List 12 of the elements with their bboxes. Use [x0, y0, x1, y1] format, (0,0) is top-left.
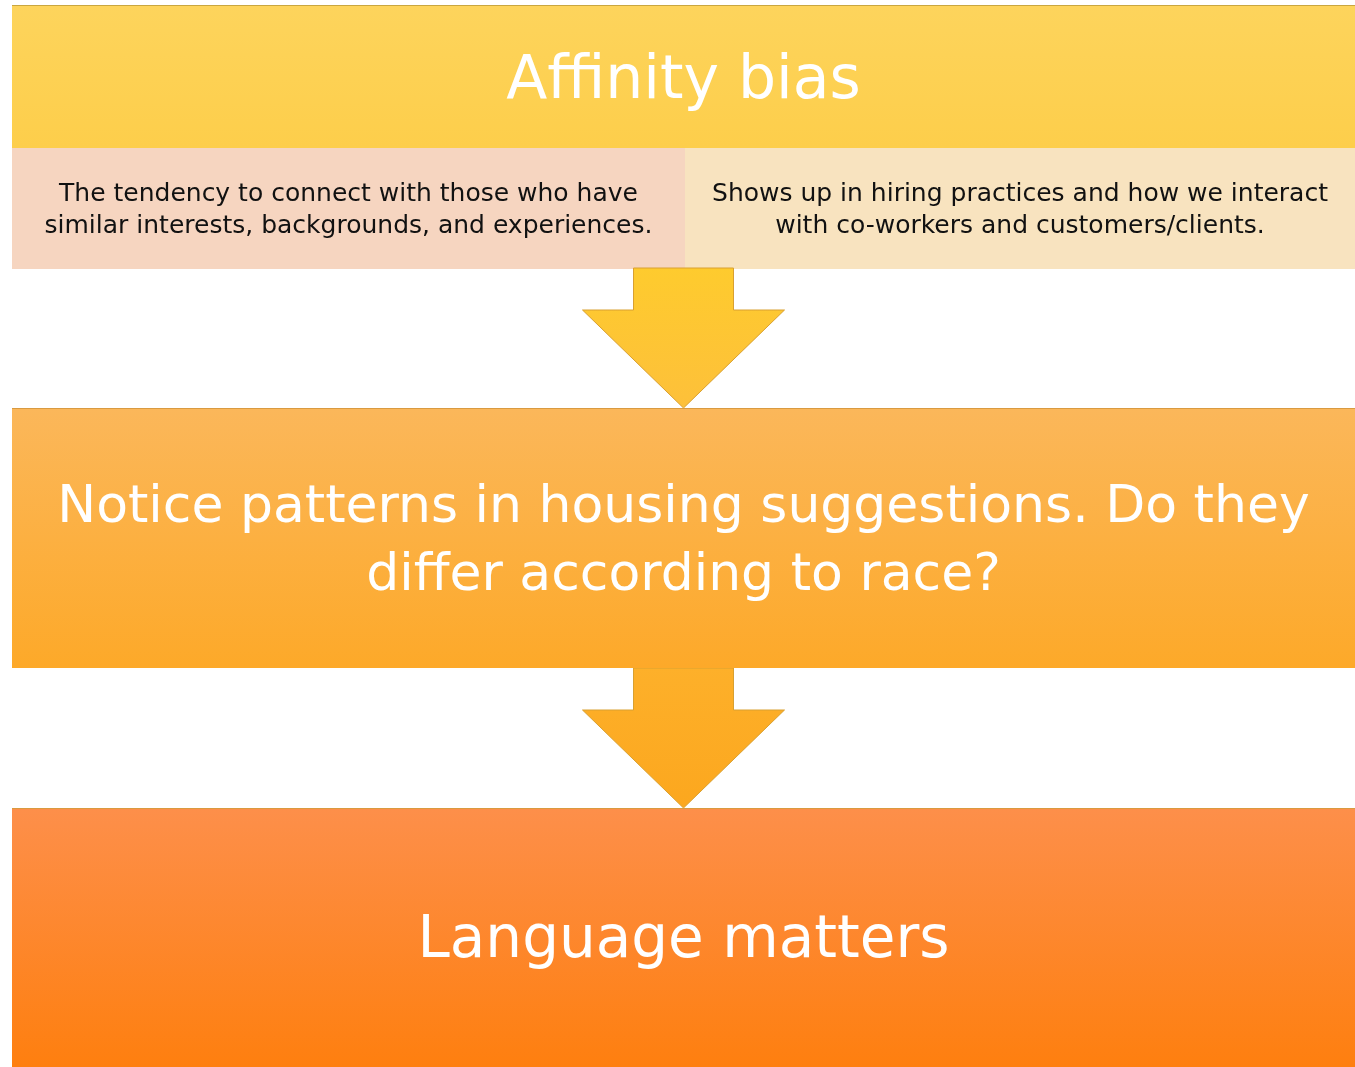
heading: Affinity bias — [505, 41, 862, 114]
description-text: The tendency to connect with those who have similar interests, backgrounds, and experiences. — [43, 177, 654, 240]
process-box — [12, 808, 1355, 1067]
description-box — [12, 148, 685, 269]
box-text: Notice patterns in housing suggestions. Do they differ according to race? — [56, 472, 1311, 604]
process-box — [12, 408, 1355, 668]
title-band — [12, 5, 1355, 268]
box-text: Language matters — [417, 902, 950, 974]
block-arrow — [582, 267, 785, 409]
description-box — [685, 148, 1355, 269]
description-text: Shows up in hiring practices and how we interact with co-workers and customers/clients. — [711, 177, 1329, 240]
block-arrow — [582, 667, 785, 809]
